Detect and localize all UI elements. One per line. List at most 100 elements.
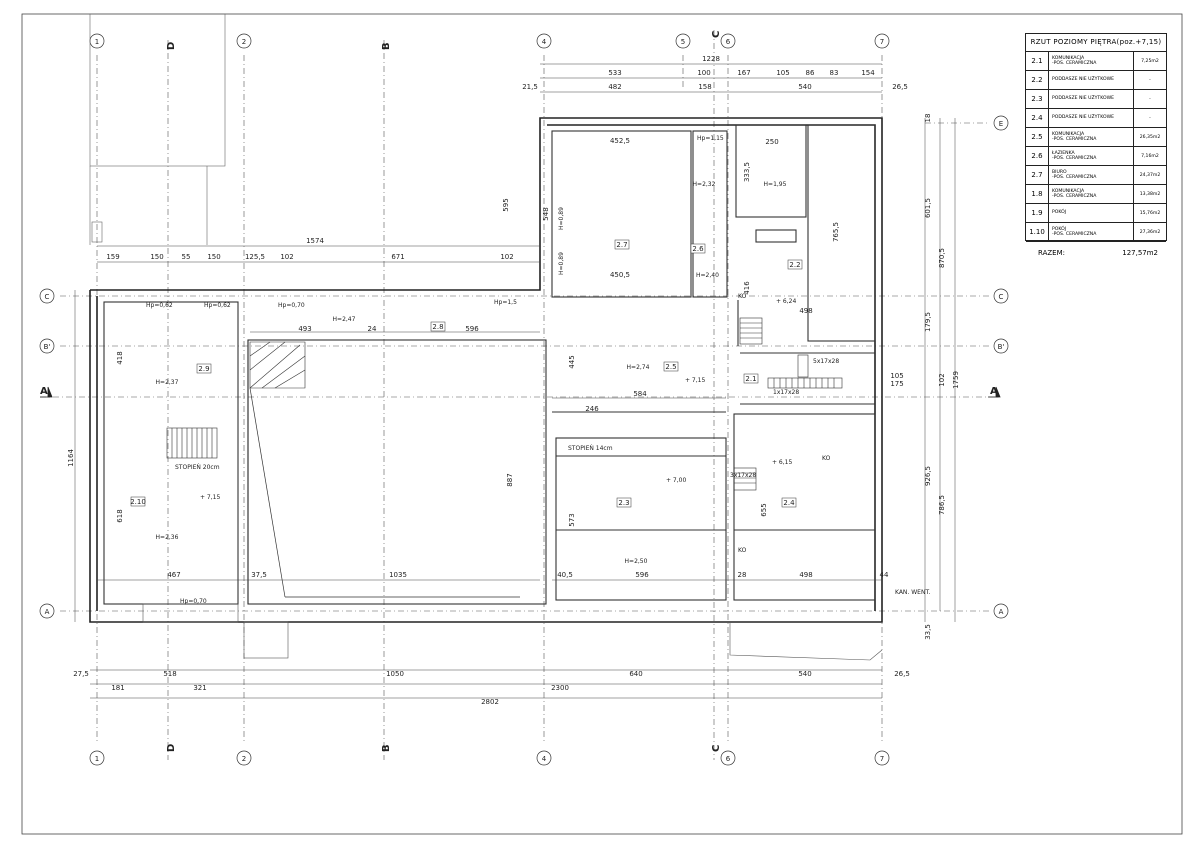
dim-label: 179,5 <box>924 312 932 332</box>
room-height: H=2,37 <box>156 379 179 386</box>
dim-label: 518 <box>163 670 176 678</box>
dim-label: 584 <box>633 390 647 398</box>
dim-label: 150 <box>150 253 163 261</box>
dim-label: 482 <box>608 83 621 91</box>
level-note: + 7,15 <box>685 377 705 384</box>
room-area-cell: - <box>1149 77 1151 83</box>
axis-label: 6 <box>726 755 731 763</box>
dim-label: 167 <box>737 69 750 77</box>
room-height: H=2,36 <box>156 534 179 541</box>
axis-label: A <box>45 608 50 616</box>
ko-note: KO <box>822 455 831 462</box>
dim-label: 21,5 <box>522 83 538 91</box>
sheet-border <box>21 13 1183 835</box>
room-number: 2.10 <box>130 498 146 506</box>
room-number-cell: 2.4 <box>1026 109 1049 127</box>
dim-label: 786,5 <box>938 495 946 515</box>
axis-label: 4 <box>542 755 547 763</box>
dim-label: 1574 <box>306 237 324 245</box>
plan-notes: STOPIEŃ 20cm STOPIEŃ 14cm KAN. WENT. KO … <box>146 135 930 605</box>
section-label: B <box>381 744 392 752</box>
hp-note: Hp=0,70 <box>180 598 207 605</box>
dim-label: 595 <box>502 198 510 211</box>
dim-label: 498 <box>799 571 812 579</box>
dim-label: 40,5 <box>557 571 573 579</box>
schedule-total: RAZEM: 127,57m2 <box>1026 242 1166 264</box>
dim-label: 870,5 <box>938 248 946 268</box>
axis-bubbles-rows <box>39 115 1009 619</box>
dim-label: 86 <box>806 69 815 77</box>
dim-label: 250 <box>765 138 778 146</box>
room-number: 2.4 <box>783 499 795 507</box>
inner-walls <box>103 124 876 605</box>
level-note: + 7,00 <box>666 477 686 484</box>
dimension-texts: 1228 533 100 167 105 86 83 154 21,5 482 … <box>73 55 910 706</box>
axis-label: 6 <box>726 38 731 46</box>
step-note: STOPIEŃ 14cm <box>568 445 613 452</box>
room-area-cell: 27,36m2 <box>1139 229 1161 235</box>
room-area-cell: - <box>1149 96 1151 102</box>
section-label: A <box>40 386 48 397</box>
room-number: 2.1 <box>745 375 756 383</box>
dim-label: 55 <box>182 253 191 261</box>
room-number-cell: 2.7 <box>1026 166 1049 184</box>
axis-labels-bottom: 1 2 4 6 7 <box>95 755 884 763</box>
room-number-cell: 2.3 <box>1026 90 1049 108</box>
dim-label: 533 <box>608 69 621 77</box>
room-name: KOMUNIKACJA <box>1052 131 1085 137</box>
room-name: PODDASZE NIE UŻYTKOWE <box>1052 77 1115 83</box>
room-height: H=2,32 <box>693 181 716 188</box>
room-name: PODDASZE NIE UŻYTKOWE <box>1052 115 1115 121</box>
dim-label: 27,5 <box>73 670 89 678</box>
dim-label: 671 <box>391 253 404 261</box>
dim-label: 765,5 <box>832 222 840 242</box>
room-height: H=2,47 <box>333 316 356 323</box>
total-label: RAZEM: <box>1038 249 1065 257</box>
section-markers: A A B B C C D D <box>40 31 998 752</box>
height-note: H=2,40 <box>696 272 719 279</box>
dim-label: 887 <box>506 473 514 486</box>
room-area-cell: 7,16m2 <box>1141 153 1159 159</box>
room-finish: -POS. CERAMICZNA <box>1052 61 1097 66</box>
dim-label: 102 <box>500 253 513 261</box>
dim-label: 596 <box>465 325 479 333</box>
room-numbers: 2.9 H=2,37 2.8 H=2,47 2.10 H=2,36 2.7 2.… <box>130 181 803 565</box>
axis-lines <box>40 30 1000 760</box>
dim-label: 445 <box>568 355 576 368</box>
dimension-lines <box>74 63 956 699</box>
dim-label: 548 <box>542 207 550 220</box>
room-name-cell: BIURO-POS. CERAMICZNA <box>1049 166 1134 184</box>
room-number-cell: 2.2 <box>1026 71 1049 89</box>
window-note: H=0,89 <box>558 252 565 275</box>
dim-label: 18 <box>924 114 932 123</box>
axis-label: C <box>999 293 1004 301</box>
room-name-cell: KOMUNIKACJA-POS. CERAMICZNA <box>1049 128 1134 146</box>
room-number-cell: 1.9 <box>1026 204 1049 222</box>
room-finish: -POS. CERAMICZNA <box>1052 194 1097 199</box>
dim-label: 926,5 <box>924 466 932 486</box>
axis-label: 7 <box>880 38 884 46</box>
dim-label: 28 <box>738 571 747 579</box>
room-number: 2.5 <box>665 363 676 371</box>
axis-label: 7 <box>880 755 884 763</box>
dim-label: 493 <box>298 325 311 333</box>
total-value: 127,57m2 <box>1122 249 1158 257</box>
hp-note: Hp=1,5 <box>494 299 517 306</box>
dim-label: 102 <box>280 253 293 261</box>
level-note: + 6,15 <box>772 459 792 466</box>
annex-outline <box>142 603 883 661</box>
room-number-cell: 1.10 <box>1026 223 1049 241</box>
dim-label: 246 <box>585 405 599 413</box>
room-name: ŁAZIENKA <box>1052 150 1075 156</box>
room-name-cell: PODDASZE NIE UŻYTKOWE <box>1049 71 1134 89</box>
axis-labels-rows: E C C B' B' A A <box>44 120 1005 616</box>
dim-label: 540 <box>798 670 811 678</box>
room-name: BIURO <box>1052 169 1067 175</box>
